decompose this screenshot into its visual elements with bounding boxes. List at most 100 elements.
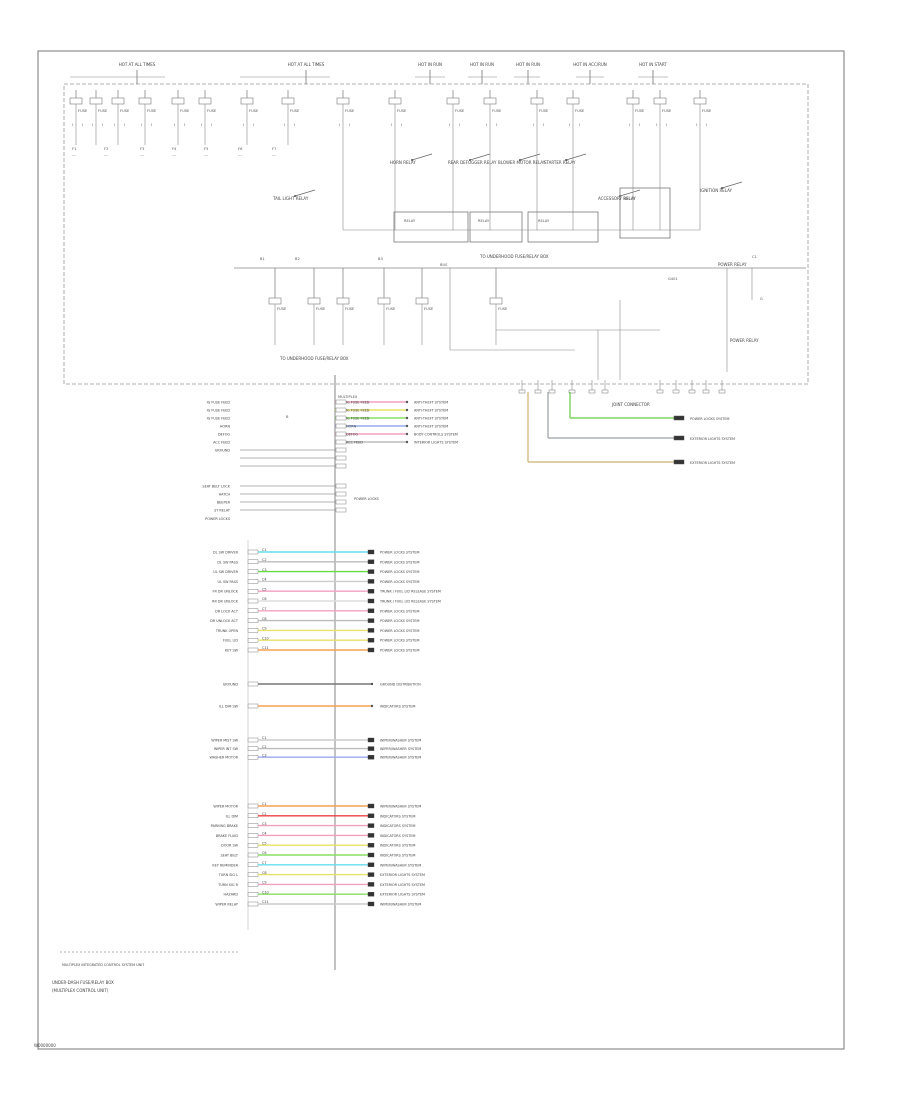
right-output-text: POWER LOCKS SYSTEM (690, 417, 729, 421)
fuse-label: FUSE (539, 109, 549, 113)
signal-destination: WIPER/WASHER SYSTEM (380, 863, 421, 867)
arrow-head (367, 823, 375, 828)
fuse-label: FUSE (662, 109, 672, 113)
pin-box (335, 463, 347, 469)
fuse-label: FUSE (345, 307, 355, 311)
pin-box (247, 901, 259, 907)
signal-destination: EXTERIOR LIGHTS SYSTEM (380, 893, 425, 897)
wire-code: IG FUSE FEED (346, 401, 370, 405)
pin-code: C3 (262, 822, 267, 826)
mid-foot: POWER LOCKS (205, 517, 230, 521)
arrow-head (367, 569, 375, 574)
pin-box (335, 483, 347, 489)
fuse-pin: I (569, 123, 570, 127)
circuit-label: --- (72, 153, 77, 157)
signal-label: TURN SIG R (217, 883, 238, 887)
fuse-symbol (198, 97, 212, 105)
wire-code: IG FUSE FEED (346, 417, 370, 421)
signal-label: UL SW DRIVER (213, 570, 238, 574)
circuit-label: F7 (272, 147, 276, 151)
pin-code: C6 (262, 851, 267, 855)
fuse-pin: I (401, 123, 402, 127)
bottom-caption: UNDER-DASH FUSE/RELAY BOX (52, 980, 114, 985)
splice-dot (405, 440, 409, 444)
signal-destination: INDICATORS SYSTEM (380, 844, 415, 848)
signal-label: TURN SIG L (218, 873, 238, 877)
fuse-symbol (489, 297, 503, 305)
fuse-symbol (336, 97, 350, 105)
signal-label: ILL DIM SW (219, 705, 239, 709)
signal-label: DR LOCK ACT (215, 609, 239, 613)
arrow-head (367, 843, 375, 848)
fuse-pin: I (533, 123, 534, 127)
relay-label: ACCESSORY RELAY (598, 196, 636, 201)
fuse-symbol (530, 97, 544, 105)
pin-box (335, 399, 347, 405)
relay-contact (565, 153, 587, 161)
pin-code: C6 (262, 597, 267, 601)
signal-destination: POWER LOCKS SYSTEM (380, 609, 419, 613)
pin-box (247, 589, 259, 594)
pin-box (247, 559, 259, 564)
signal-label: WASHER MOTOR (210, 756, 239, 760)
pin-code: C7 (262, 607, 267, 611)
left-input-label: GROUND (215, 449, 231, 453)
splice-dot (405, 408, 409, 412)
left-input-label: IG FUSE FEED (207, 417, 231, 421)
signal-label: RR DR UNLOCK (212, 600, 239, 604)
pin-box (247, 579, 259, 584)
fuse-symbol (566, 97, 580, 105)
bus-tag: G401 (668, 277, 678, 281)
signal-destination: EXTERIOR LIGHTS SYSTEM (380, 873, 425, 877)
relay-box (619, 187, 671, 239)
fuse-pin: I (124, 123, 125, 127)
output-text: ANTI-THEFT SYSTEM (414, 425, 448, 429)
arrow-head (367, 892, 375, 897)
left-input-label: HORN (220, 425, 231, 429)
relay-label: TAIL LIGHT RELAY (272, 196, 309, 201)
connector-pin-box (548, 389, 556, 394)
signal-label: ILL DIM (226, 814, 238, 818)
pin-box (247, 598, 259, 604)
connector-pin-box (656, 389, 664, 394)
pin-box (247, 608, 259, 613)
top-connector-label: HOT IN RUN (418, 62, 442, 67)
ground-symbol: G (760, 297, 763, 301)
fuse-symbol (336, 297, 350, 305)
pin-code: C1 (262, 548, 267, 552)
relay-contact (721, 181, 743, 189)
connector-pin-box (534, 389, 542, 394)
fuse-pin: I (696, 123, 697, 127)
diagram-frame (37, 50, 845, 1050)
splice-dot (370, 704, 374, 708)
connector-pin-box (672, 389, 680, 394)
circuit-label: F2 (104, 147, 108, 151)
arrow-head (367, 589, 375, 594)
splice-dot (405, 400, 409, 404)
signal-label: BRAKE FLUID (216, 834, 238, 838)
left-input-label: IG FUSE FEED (207, 409, 231, 413)
signal-destination: INDICATORS SYSTEM (380, 854, 415, 858)
pin-code: C9 (262, 881, 267, 885)
pin-box (247, 737, 259, 743)
pin-box (335, 415, 347, 421)
circuit-label: --- (204, 153, 209, 157)
relay-box-label: RELAY (624, 197, 636, 201)
fuse-label: FUSE (98, 109, 108, 113)
mid-input-label: BEEPER (217, 501, 231, 505)
output-arrow (673, 459, 685, 465)
signal-destination: POWER LOCKS SYSTEM (380, 570, 419, 574)
fuse-pin: I (253, 123, 254, 127)
top-connector-label: HOT AT ALL TIMES (119, 62, 156, 67)
pin-code: C5 (262, 587, 267, 591)
pin-code: C8 (262, 617, 267, 621)
pin-box (247, 823, 259, 828)
arrow-head (367, 618, 375, 623)
top-connector-label: HOT IN RUN (516, 62, 540, 67)
pin-box (335, 491, 347, 497)
top-connector-label: HOT IN ACC/RUN (573, 62, 607, 67)
bus-tag: C1 (752, 255, 757, 259)
pin-box (247, 618, 259, 623)
signal-destination: POWER LOCKS SYSTEM (380, 649, 419, 653)
fuse-symbol (415, 297, 429, 305)
